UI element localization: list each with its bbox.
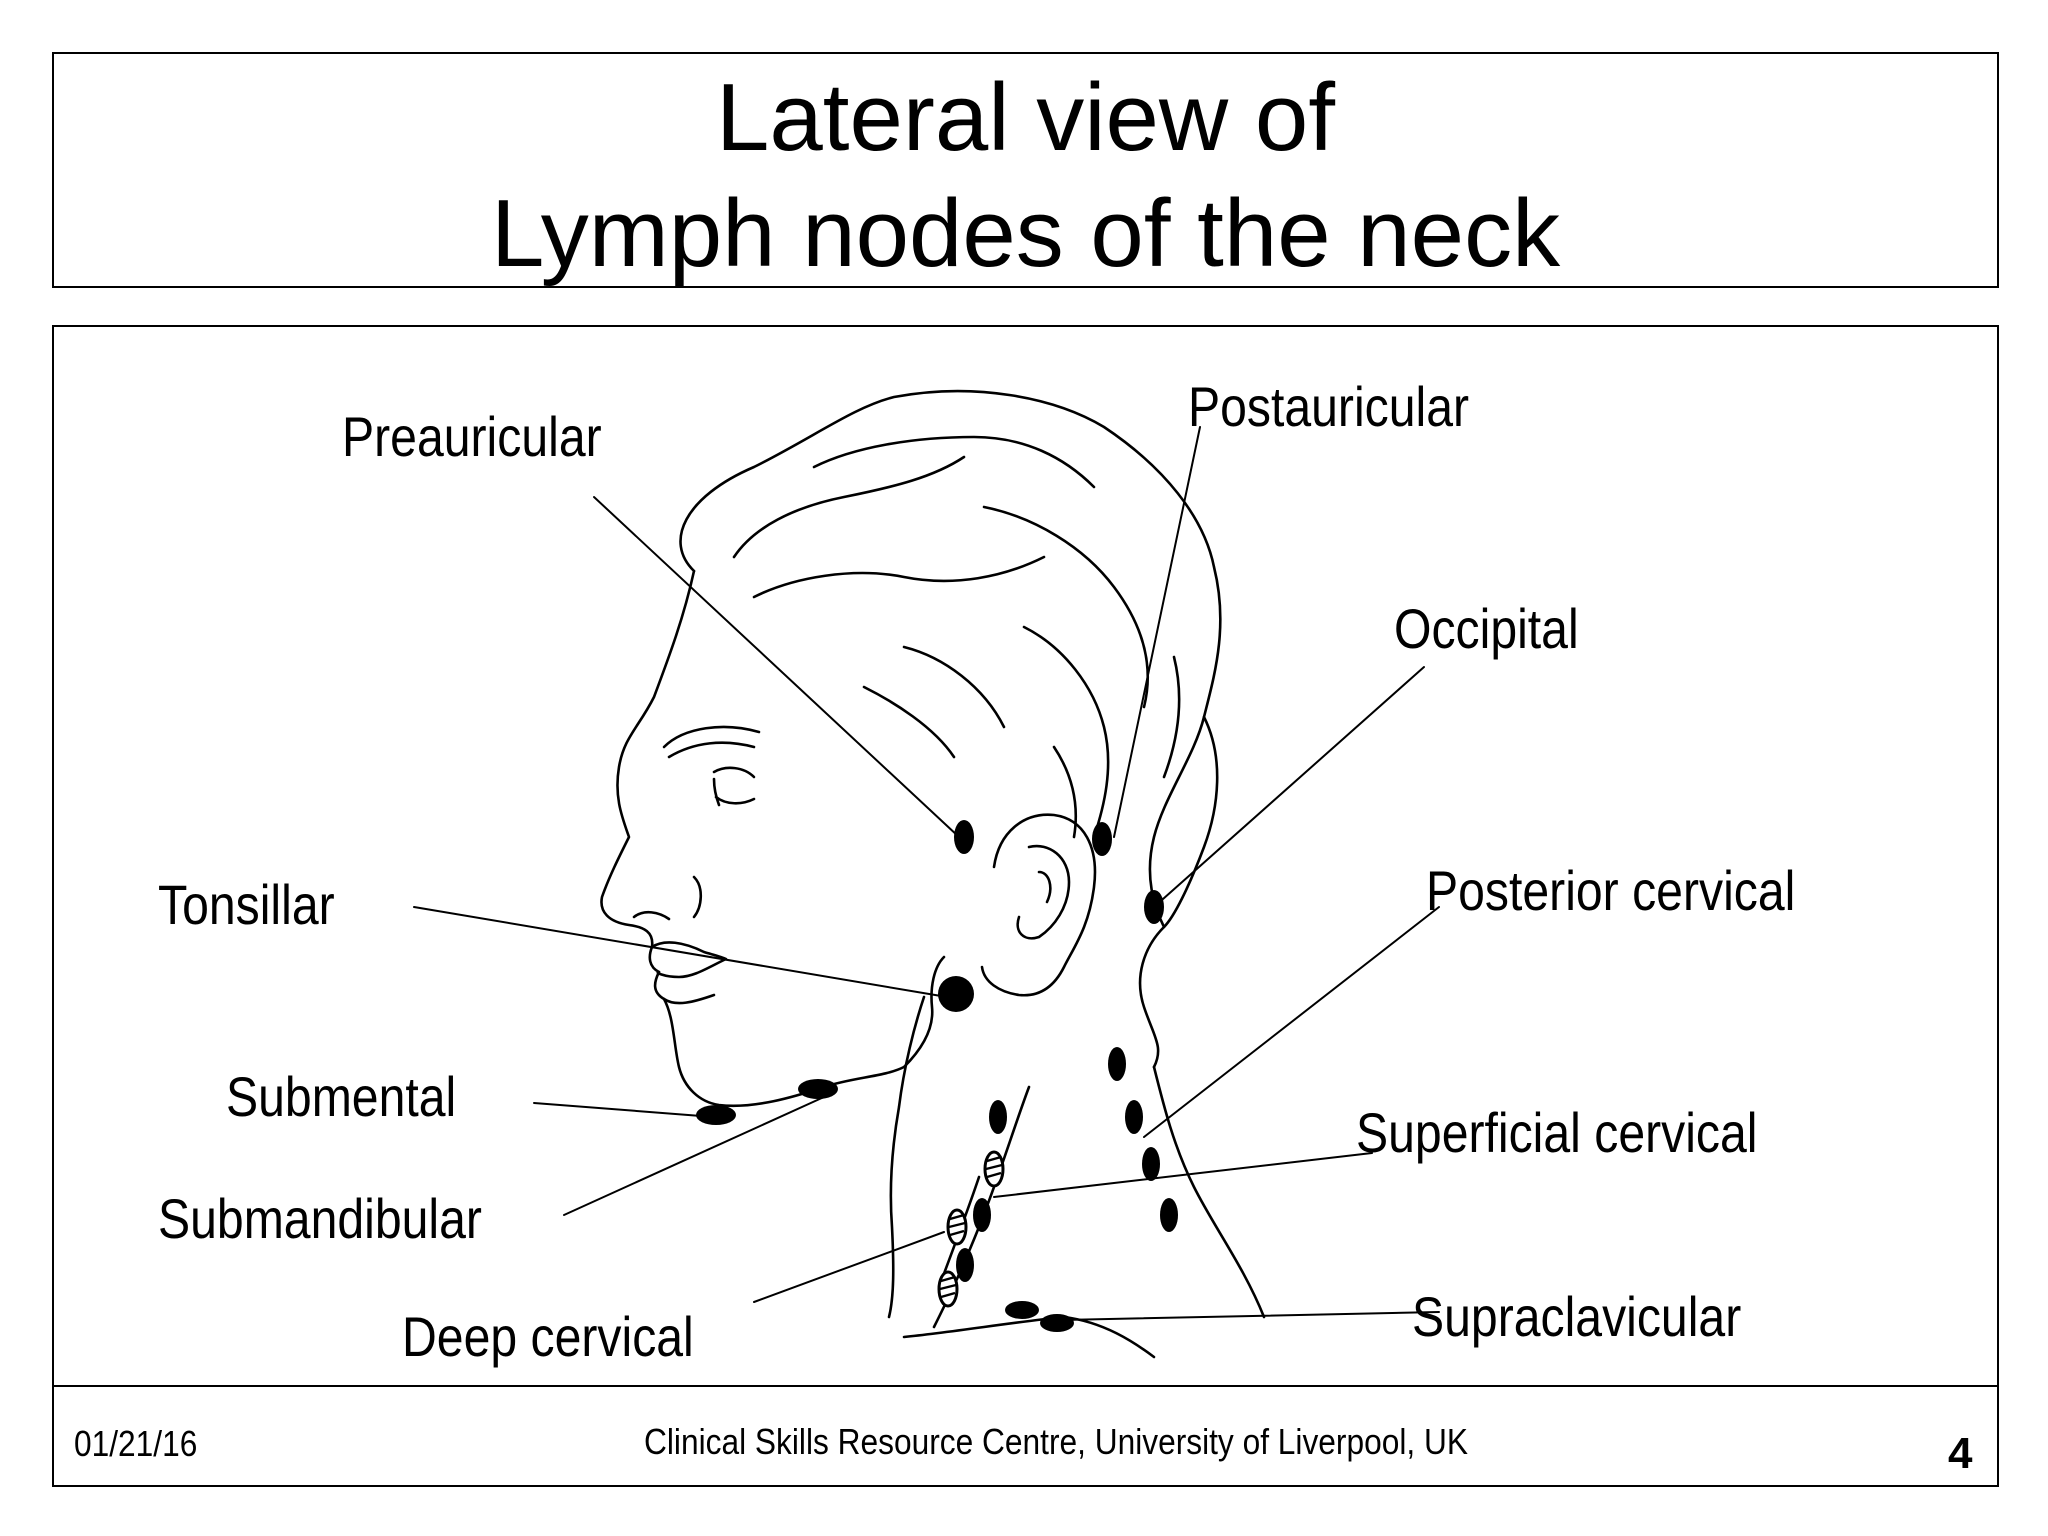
node-deep-cervical-1 — [956, 1248, 974, 1282]
node-submandibular — [798, 1079, 838, 1099]
leader-preauricular — [593, 496, 960, 838]
leader-tonsillar — [413, 906, 948, 998]
nape-hair-2 — [1162, 715, 1219, 929]
node-preauricular — [954, 820, 974, 854]
label-postauricular: Postauricular — [1188, 375, 1470, 438]
eyebrow-2 — [667, 741, 756, 759]
leader-deep-cervical — [753, 1231, 945, 1303]
eye-lower — [714, 795, 756, 805]
leader-postauricular — [1113, 426, 1201, 838]
slide-footer: 01/21/16 Clinical Skills Resource Centre… — [54, 1385, 1997, 1487]
node-submental — [696, 1105, 736, 1125]
head-neck-illustration — [413, 389, 1440, 1359]
hair-outline — [679, 389, 1222, 929]
hair-inner-1 — [732, 455, 966, 559]
page-number: 4 — [1948, 1429, 1973, 1478]
jaw-line — [902, 955, 946, 1069]
footer-credit: Clinical Skills Resource Centre, Univers… — [644, 1421, 1468, 1462]
leader-superficial-cervical — [993, 1152, 1373, 1198]
node-superficial-cervical-1 — [989, 1100, 1007, 1134]
hair-inner-9 — [1052, 745, 1078, 839]
neck-back — [1152, 1065, 1266, 1319]
node-tonsillar — [938, 976, 974, 1012]
node-posterior-cervical-1 — [1108, 1047, 1126, 1081]
leader-occipital — [1153, 666, 1425, 908]
leader-posterior-cervical — [1143, 906, 1440, 1138]
label-tonsillar: Tonsillar — [158, 873, 335, 936]
nose-wing — [692, 875, 703, 919]
eye-upper — [712, 766, 756, 779]
label-posterior-cervical: Posterior cervical — [1426, 859, 1796, 922]
label-preauricular: Preauricular — [342, 405, 602, 468]
label-deep-cervical: Deep cervical — [402, 1305, 694, 1368]
slide-title-box: Lateral view of Lymph nodes of the neck — [52, 52, 1999, 288]
label-superficial-cervical: Superficial cervical — [1356, 1101, 1758, 1164]
nape-hair — [1138, 925, 1166, 1069]
footer-date: 01/21/16 — [74, 1423, 198, 1464]
face-profile — [600, 569, 716, 1005]
hair-inner-7 — [1162, 655, 1181, 779]
label-submandibular: Submandibular — [158, 1187, 482, 1250]
slide-title-line-2: Lymph nodes of the neck — [490, 180, 1561, 287]
eyebrow — [662, 725, 761, 749]
hair-inner-3 — [812, 435, 1096, 489]
eye-lash — [712, 777, 721, 807]
ear-inner — [1016, 844, 1071, 940]
leader-supraclavicular — [1061, 1311, 1440, 1321]
hair-inner-5 — [1022, 625, 1110, 839]
node-posterior-cervical-3 — [1142, 1147, 1160, 1181]
node-supraclavicular-1 — [1005, 1301, 1039, 1319]
label-occipital: Occipital — [1394, 597, 1579, 660]
ear-inner-2 — [1037, 870, 1052, 904]
node-supraclavicular-2 — [1040, 1314, 1074, 1332]
hair-inner-8 — [862, 685, 956, 759]
neck-front — [887, 995, 926, 1319]
node-posterior-cervical-4 — [1160, 1198, 1178, 1232]
clavicle — [902, 1315, 1156, 1359]
hair-inner-6 — [902, 645, 1006, 729]
node-postauricular — [1092, 822, 1112, 856]
diagram-frame: Preauricular Postauricular Occipital Ton… — [52, 325, 1999, 1487]
chin-jaw — [662, 997, 906, 1108]
label-supraclavicular: Supraclavicular — [1412, 1285, 1742, 1348]
leader-submental — [533, 1102, 715, 1118]
node-posterior-cervical-2 — [1125, 1100, 1143, 1134]
hair-inner-2 — [752, 555, 1046, 599]
nostril — [632, 910, 671, 921]
node-superficial-cervical-2 — [973, 1198, 991, 1232]
lips — [650, 941, 728, 979]
slide-title-line-1: Lateral view of — [716, 64, 1335, 171]
leader-submandibular — [563, 1096, 825, 1216]
label-submental: Submental — [226, 1065, 457, 1128]
node-occipital — [1144, 890, 1164, 924]
ear-outline — [980, 813, 1097, 997]
hair-inner-4 — [982, 505, 1150, 709]
